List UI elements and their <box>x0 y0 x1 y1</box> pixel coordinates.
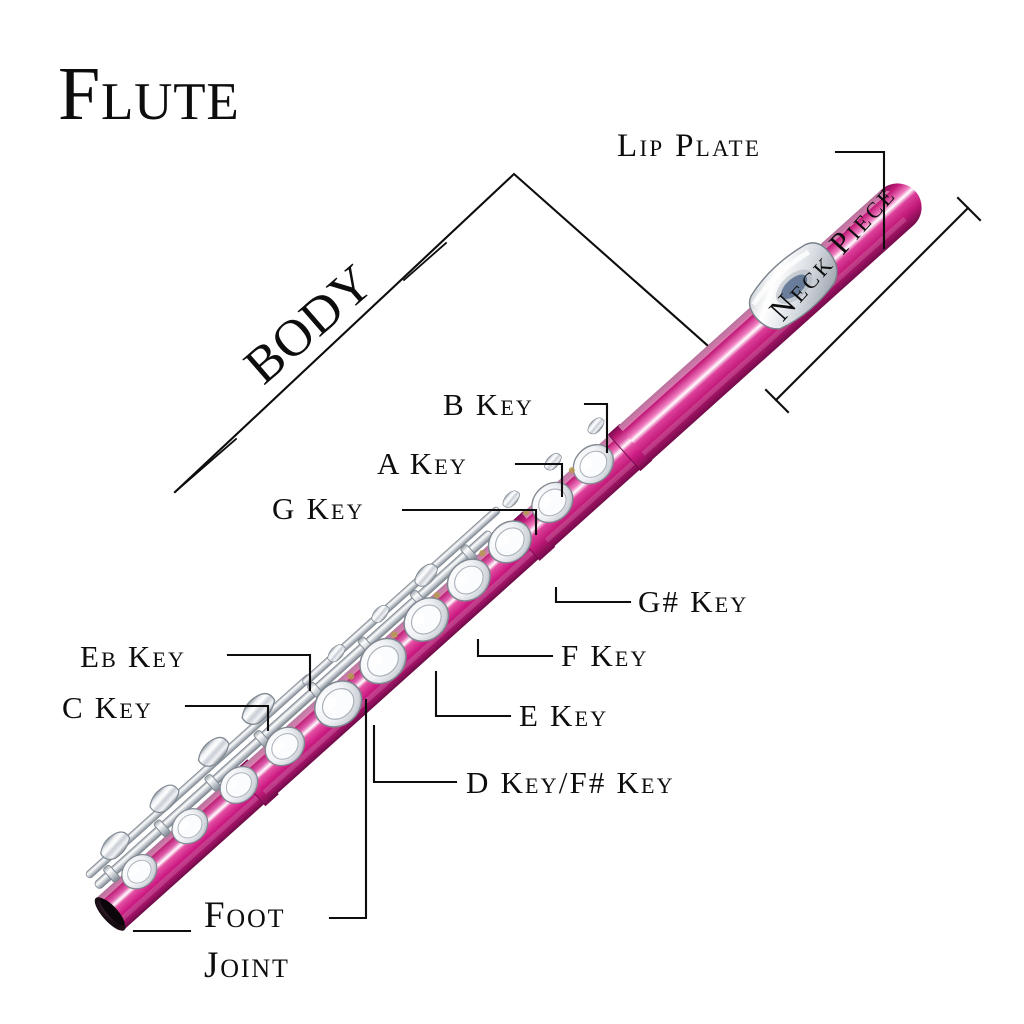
bracket-neck-piece <box>774 206 970 402</box>
label-b-key: B Key <box>443 387 534 422</box>
label-eb-key: Eb Key <box>80 639 187 674</box>
leader-e-key <box>434 670 512 718</box>
label-e-key: E Key <box>519 698 609 733</box>
label-lip-plate: Lip Plate <box>617 128 762 164</box>
leader-lip-plate <box>834 150 886 250</box>
leader-d-fsharp-key <box>372 724 458 784</box>
leader-c-key <box>184 704 270 732</box>
key-mechanism <box>85 414 623 897</box>
flute-instrument <box>85 183 922 931</box>
label-foot-joint-line2: Joint <box>204 945 290 986</box>
label-g-key: G Key <box>272 491 365 526</box>
bracket-body <box>173 172 709 494</box>
bracket-neck-piece-tick-bottom <box>764 388 790 414</box>
page-title: Flute <box>58 52 240 136</box>
leader-body-upper <box>402 241 448 282</box>
label-c-key: C Key <box>62 690 153 725</box>
leader-lines <box>132 150 982 933</box>
leader-a-key <box>514 462 564 498</box>
label-a-key: A Key <box>377 446 468 481</box>
leader-body-lower <box>173 437 238 494</box>
bracket-neck-piece-tick-top <box>956 196 982 222</box>
leader-b-key <box>583 402 609 454</box>
label-gsharp-key: G# Key <box>638 584 749 619</box>
lip-plate-part <box>748 242 838 330</box>
label-f-key: F Key <box>561 638 649 673</box>
leader-g-key <box>401 508 538 536</box>
leader-gsharp-key <box>554 586 632 604</box>
label-foot-joint-line1: Foot <box>204 895 286 936</box>
bracket-foot-joint <box>328 698 368 920</box>
leader-eb-key <box>226 653 312 692</box>
leader-f-key <box>476 638 554 658</box>
label-d-fsharp-key: D Key/F# Key <box>466 765 675 800</box>
